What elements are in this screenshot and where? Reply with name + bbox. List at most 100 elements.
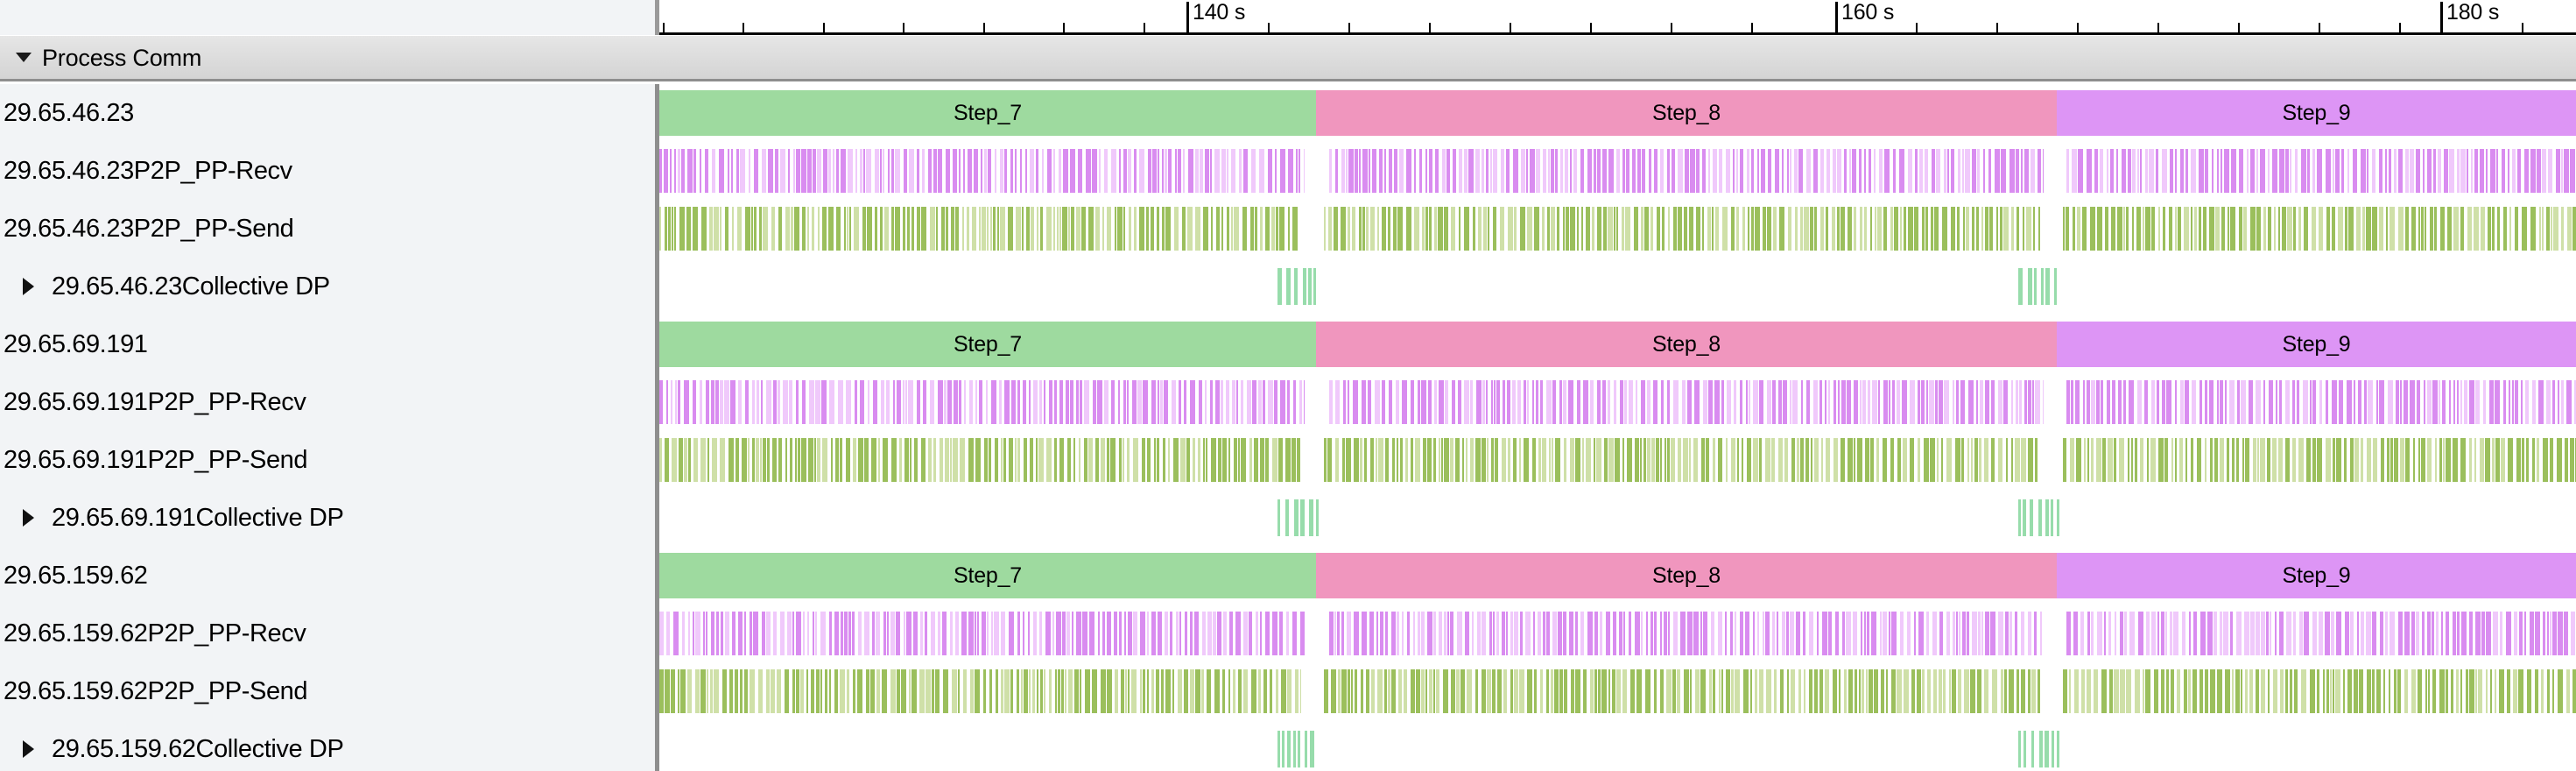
row-label[interactable]: 29.65.69.191P2P_PP-Send (0, 431, 655, 489)
ruler-minor-tick (1916, 23, 1918, 32)
activity-stripe-block[interactable] (1329, 612, 2044, 655)
activity-stripe-block[interactable] (659, 149, 1305, 193)
step-bar[interactable]: Step_8 (1316, 90, 2057, 136)
ruler-minor-tick (903, 23, 904, 32)
step-bar[interactable]: Step_9 (2057, 90, 2576, 136)
collective-tick-cluster[interactable] (2018, 731, 2059, 767)
ruler-minor-tick (2238, 23, 2240, 32)
row-label-text: 29.65.159.62 (4, 562, 148, 590)
row-label-text: 29.65.159.62P2P_PP-Recv (4, 619, 306, 647)
activity-stripe-block[interactable] (1324, 207, 2040, 251)
ruler-minor-tick (2399, 23, 2401, 32)
ruler-divider (655, 0, 659, 35)
activity-stripe-block[interactable] (1324, 669, 2040, 713)
row-label[interactable]: 29.65.159.62P2P_PP-Send (0, 662, 655, 720)
row-label-text: 29.65.69.191P2P_PP-Recv (4, 388, 306, 416)
row-label-text: 29.65.69.191P2P_PP-Send (4, 446, 308, 474)
row-track-send[interactable] (659, 200, 2576, 258)
step-bar-label: Step_7 (953, 563, 1023, 588)
row-label[interactable]: 29.65.46.23P2P_PP-Send (0, 200, 655, 258)
activity-stripe-block[interactable] (2063, 207, 2576, 251)
ruler-minor-tick (1510, 23, 1511, 32)
step-bar[interactable]: Step_8 (1316, 553, 2057, 598)
ruler-tick-label: 140 s (1193, 0, 1246, 25)
triangle-right-icon[interactable] (23, 278, 34, 295)
activity-stripe-block[interactable] (1329, 149, 2044, 193)
row-label[interactable]: 29.65.159.62P2P_PP-Recv (0, 605, 655, 662)
triangle-down-icon[interactable] (16, 53, 32, 62)
step-bar[interactable]: Step_9 (2057, 322, 2576, 367)
activity-stripe-block[interactable] (659, 612, 1305, 655)
row-track-send[interactable] (659, 662, 2576, 720)
step-bar-label: Step_8 (1651, 332, 1721, 357)
ruler-major-tick (1186, 2, 1189, 35)
collective-tick-cluster[interactable] (2018, 499, 2059, 536)
row-track-collective[interactable] (659, 720, 2576, 771)
collective-tick-cluster[interactable] (1277, 499, 1319, 536)
collective-tick-cluster[interactable] (2018, 268, 2059, 305)
row-label[interactable]: 29.65.46.23Collective DP (0, 258, 655, 315)
row-label[interactable]: 29.65.69.191P2P_PP-Recv (0, 373, 655, 431)
collective-tick-cluster[interactable] (1277, 731, 1319, 767)
ruler-minor-tick (663, 23, 665, 32)
ruler-minor-tick (2077, 23, 2079, 32)
activity-stripe-block[interactable] (659, 438, 1301, 482)
step-bar-label: Step_9 (2282, 332, 2351, 357)
step-bar[interactable]: Step_7 (659, 90, 1316, 136)
ruler-minor-tick (2157, 23, 2159, 32)
row-track-recv[interactable] (659, 142, 2576, 200)
group-header-process-comm[interactable]: Process Comm (0, 35, 2576, 81)
ruler-minor-tick (1268, 23, 1270, 32)
triangle-right-icon[interactable] (23, 509, 34, 527)
ruler-minor-tick (2522, 23, 2523, 32)
activity-stripe-block[interactable] (659, 669, 1301, 713)
step-bar-label: Step_9 (2282, 563, 2351, 588)
row-track-send[interactable] (659, 431, 2576, 489)
activity-stripe-block[interactable] (1324, 438, 2040, 482)
row-track-collective[interactable] (659, 489, 2576, 547)
row-track-steps[interactable]: Step_7 Step_8 Step_9 (659, 315, 2576, 373)
triangle-right-icon[interactable] (23, 740, 34, 758)
row-label-text: 29.65.159.62Collective DP (52, 735, 344, 763)
ruler-minor-tick (1751, 23, 1753, 32)
activity-stripe-block[interactable] (2066, 149, 2576, 193)
row-label-text: 29.65.69.191Collective DP (52, 504, 344, 532)
activity-stripe-block[interactable] (2063, 669, 2576, 713)
row-label[interactable]: 29.65.46.23P2P_PP-Recv (0, 142, 655, 200)
row-label[interactable]: 29.65.69.191Collective DP (0, 489, 655, 547)
row-track-recv[interactable] (659, 605, 2576, 662)
ruler-minor-tick (983, 23, 985, 32)
activity-stripe-block[interactable] (2066, 612, 2576, 655)
collective-tick-cluster[interactable] (1277, 268, 1319, 305)
row-label[interactable]: 29.65.69.191 (0, 315, 655, 373)
row-label[interactable]: 29.65.159.62Collective DP (0, 720, 655, 771)
activity-stripe-block[interactable] (1329, 380, 2044, 424)
step-bar[interactable]: Step_8 (1316, 322, 2057, 367)
row-track-steps[interactable]: Step_7 Step_8 Step_9 (659, 547, 2576, 605)
row-label[interactable]: 29.65.46.23 (0, 84, 655, 142)
activity-stripe-block[interactable] (659, 380, 1305, 424)
row-track-recv[interactable] (659, 373, 2576, 431)
row-label-text: 29.65.46.23P2P_PP-Send (4, 215, 294, 243)
step-bar[interactable]: Step_9 (2057, 553, 2576, 598)
activity-stripe-block[interactable] (2063, 438, 2576, 482)
row-label[interactable]: 29.65.159.62 (0, 547, 655, 605)
row-label-text: 29.65.46.23Collective DP (52, 272, 330, 301)
row-track-collective[interactable] (659, 258, 2576, 315)
step-bar[interactable]: Step_7 (659, 322, 1316, 367)
sidebar-divider[interactable] (655, 84, 659, 771)
ruler-sidebar-spacer (0, 0, 655, 35)
row-label-text: 29.65.69.191 (4, 330, 148, 358)
ruler-minor-tick (1063, 23, 1065, 32)
activity-stripe-block[interactable] (2066, 380, 2576, 424)
activity-stripe-block[interactable] (659, 207, 1301, 251)
step-bar[interactable]: Step_7 (659, 553, 1316, 598)
step-bar-label: Step_7 (953, 332, 1023, 357)
ruler-minor-tick (743, 23, 744, 32)
